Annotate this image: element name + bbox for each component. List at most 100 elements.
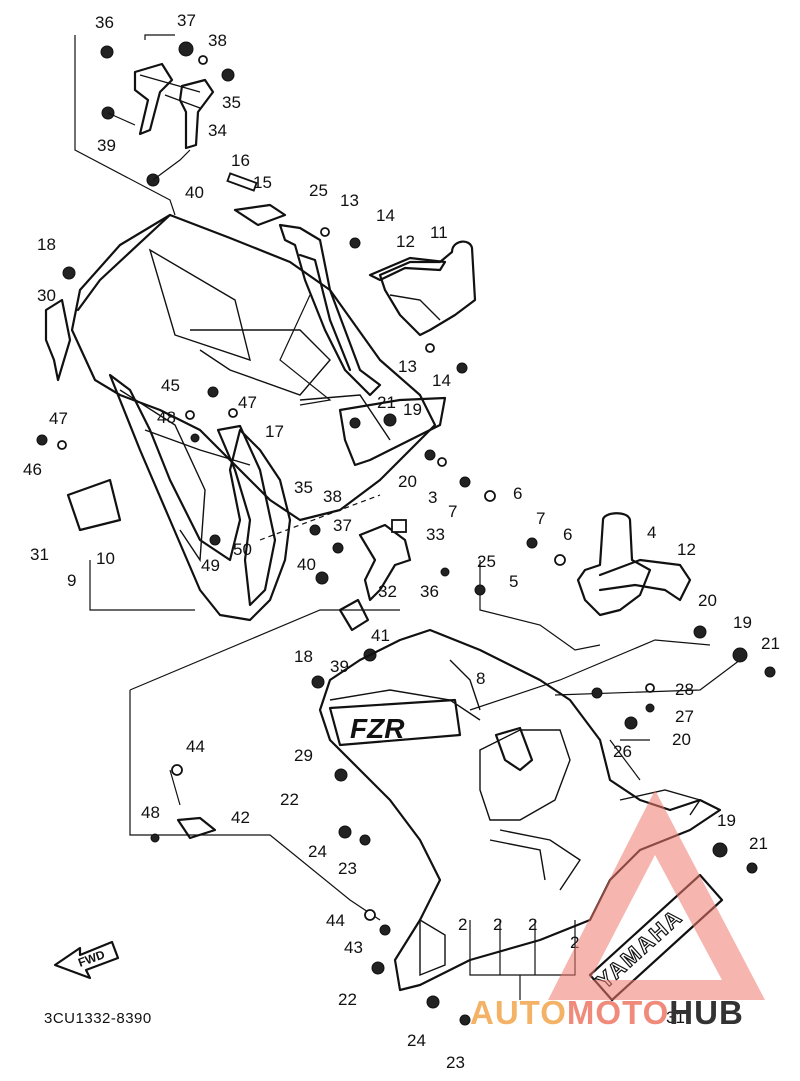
- callout-24b: 24: [407, 1031, 426, 1050]
- callout-41: 41: [371, 626, 390, 645]
- callout-6: 6: [513, 484, 522, 503]
- callout-15: 15: [253, 173, 272, 192]
- air-duct-lower: [576, 512, 692, 617]
- callout-26: 26: [613, 742, 632, 761]
- callout-20c: 20: [672, 730, 691, 749]
- callout-49: 49: [201, 556, 220, 575]
- callout-2d: 2: [570, 933, 579, 952]
- callout-38b: 38: [323, 487, 342, 506]
- callout-17: 17: [265, 422, 284, 441]
- callout-44: 44: [186, 737, 205, 756]
- callout-4: 4: [647, 523, 656, 542]
- callout-35: 35: [222, 93, 241, 112]
- fzr-emblem-text: FZR: [350, 713, 405, 744]
- callout-19c: 19: [717, 811, 736, 830]
- windscreen-stay: [226, 172, 382, 397]
- watermark-hub: HUB: [669, 994, 744, 1031]
- callout-9: 9: [67, 571, 76, 590]
- callout-23b: 23: [446, 1053, 465, 1072]
- callout-23: 23: [338, 859, 357, 878]
- callout-48: 48: [157, 408, 176, 427]
- reference-lines: [74, 34, 741, 1000]
- callout-14: 14: [376, 206, 395, 225]
- upper-stay-bracket: [100, 41, 235, 187]
- callout-7b: 7: [536, 509, 545, 528]
- fzr-emblem: FZR: [328, 698, 462, 747]
- callout-21b: 21: [761, 634, 780, 653]
- callout-48b: 48: [141, 803, 160, 822]
- callout-16: 16: [231, 151, 250, 170]
- callout-28: 28: [675, 680, 694, 699]
- callout-labels: 36 37 38 35 34 39 40 16 15 25 13 14 12 1…: [23, 11, 780, 1072]
- callout-43: 43: [344, 938, 363, 957]
- callout-3: 3: [428, 488, 437, 507]
- watermark-text: AUTOMOTOHUB: [470, 994, 744, 1032]
- callout-2c: 2: [528, 915, 537, 934]
- callout-18: 18: [37, 235, 56, 254]
- callout-35b: 35: [294, 478, 313, 497]
- callout-50: 50: [233, 540, 252, 559]
- watermark-auto: AUTO: [470, 994, 567, 1031]
- callout-6b: 6: [563, 525, 572, 544]
- callout-39b: 39: [330, 657, 349, 676]
- middle-stay: [309, 519, 412, 662]
- callout-22b: 22: [338, 990, 357, 1009]
- callout-42: 42: [231, 808, 250, 827]
- callout-45: 45: [161, 376, 180, 395]
- callout-37b: 37: [333, 516, 352, 535]
- callout-14b: 14: [432, 371, 451, 390]
- callout-22: 22: [280, 790, 299, 809]
- callout-13: 13: [340, 191, 359, 210]
- watermark-moto: MOTO: [566, 994, 670, 1031]
- air-duct-upper: [368, 240, 477, 337]
- callout-19: 19: [403, 400, 422, 419]
- callout-21: 21: [377, 393, 396, 412]
- callout-47: 47: [238, 393, 257, 412]
- callout-27: 27: [675, 707, 694, 726]
- callout-7: 7: [448, 502, 457, 521]
- callout-47b: 47: [49, 409, 68, 428]
- callout-12: 12: [396, 232, 415, 251]
- front-arrow-icon: FWD: [53, 940, 120, 980]
- callout-5: 5: [509, 572, 518, 591]
- callout-40: 40: [185, 183, 204, 202]
- callout-32: 32: [378, 582, 397, 601]
- callout-21c: 21: [749, 834, 768, 853]
- upper-fairing-body: [44, 213, 437, 563]
- diagram-reference-code: 3CU1332-8390: [44, 1010, 152, 1027]
- callout-12b: 12: [677, 540, 696, 559]
- yamaha-emblem: YAMAHA: [588, 873, 724, 1002]
- inner-panel-left: [66, 373, 292, 622]
- callout-31: 31: [30, 545, 49, 564]
- callout-39: 39: [97, 136, 116, 155]
- callout-44b: 44: [326, 911, 345, 930]
- callout-40b: 40: [297, 555, 316, 574]
- callout-34: 34: [208, 121, 227, 140]
- callout-20b: 20: [698, 591, 717, 610]
- callout-25: 25: [309, 181, 328, 200]
- callout-2b: 2: [493, 915, 502, 934]
- callout-24: 24: [308, 842, 327, 861]
- callout-19b: 19: [733, 613, 752, 632]
- callout-8: 8: [476, 669, 485, 688]
- callout-10: 10: [96, 549, 115, 568]
- callout-36b: 36: [420, 582, 439, 601]
- callout-31b: 31: [666, 1008, 685, 1027]
- hardware-fasteners: [36, 227, 776, 1026]
- callout-18b: 18: [294, 647, 313, 666]
- callout-20: 20: [398, 472, 417, 491]
- callout-11: 11: [430, 223, 448, 242]
- callout-30: 30: [37, 286, 56, 305]
- callout-25b: 25: [477, 552, 496, 571]
- callout-38: 38: [208, 31, 227, 50]
- yamaha-emblem-text: YAMAHA: [592, 904, 688, 994]
- callout-29: 29: [294, 746, 313, 765]
- inner-bracket-mid: [338, 396, 447, 467]
- callout-13b: 13: [398, 357, 417, 376]
- callout-33: 33: [426, 525, 445, 544]
- callout-46: 46: [23, 460, 42, 479]
- callout-2a: 2: [458, 915, 467, 934]
- callout-37: 37: [177, 11, 196, 30]
- callout-36: 36: [95, 13, 114, 32]
